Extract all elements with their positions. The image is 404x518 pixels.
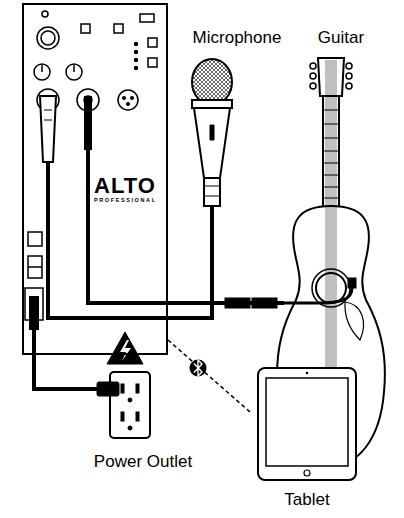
headstock xyxy=(318,58,344,96)
button xyxy=(114,24,123,33)
mic-grille xyxy=(192,59,232,105)
device-label: Power Outlet xyxy=(94,452,192,472)
ground-hole xyxy=(128,398,132,402)
led xyxy=(135,59,138,62)
power-plug xyxy=(29,296,39,330)
mic-cable xyxy=(48,162,168,318)
power-cord xyxy=(78,387,97,391)
xlr-pin xyxy=(123,97,126,100)
control-panel xyxy=(25,11,157,320)
volume-knob xyxy=(37,27,59,49)
xlr-connector xyxy=(204,178,220,206)
led xyxy=(135,67,138,70)
power-cord xyxy=(32,330,36,355)
tablet: Tablet xyxy=(250,365,364,510)
xlr-pin xyxy=(131,97,134,100)
knob-pointer xyxy=(73,65,75,72)
mic-cable xyxy=(210,206,214,228)
bluetooth-symbol xyxy=(194,360,202,376)
mic-switch xyxy=(210,125,214,140)
tablet-screen xyxy=(266,378,348,466)
warning-triangle xyxy=(107,332,143,364)
microphone: Microphone xyxy=(178,28,296,228)
power-outlet-drawing xyxy=(78,332,150,438)
power-cord xyxy=(34,355,78,389)
tablet-drawing xyxy=(258,368,356,480)
usb-port xyxy=(140,14,154,22)
power-plug xyxy=(97,382,119,396)
knob-pointer xyxy=(41,65,43,72)
led xyxy=(42,11,48,17)
brand-logo: ALTO xyxy=(94,175,156,197)
guitar-drawing xyxy=(225,58,385,466)
bluetooth-symbol xyxy=(190,360,207,377)
cables xyxy=(29,96,168,355)
string xyxy=(326,60,336,396)
socket-slot xyxy=(121,412,124,421)
bluetooth-symbol xyxy=(190,360,207,377)
tuner xyxy=(346,63,352,69)
volume-knob xyxy=(41,31,55,45)
instrument-cable xyxy=(168,301,284,305)
xlr-plug xyxy=(44,110,52,120)
gain-knob xyxy=(34,64,50,80)
device-label: Guitar xyxy=(318,28,364,48)
xlr-output xyxy=(118,90,138,110)
socket-slot xyxy=(121,384,124,393)
tuner xyxy=(310,73,316,79)
bluetooth-link xyxy=(168,340,250,412)
power-switch xyxy=(28,256,42,278)
soundhole xyxy=(316,273,346,303)
tuner xyxy=(310,63,316,69)
camera xyxy=(306,372,309,375)
gain-knob xyxy=(66,64,82,80)
pickguard xyxy=(345,302,364,340)
neck xyxy=(323,96,339,214)
mic-body xyxy=(194,108,230,178)
xlr-connector xyxy=(204,186,220,196)
instrument-cable xyxy=(88,150,168,303)
microphone-drawing xyxy=(192,59,232,228)
mic-ring xyxy=(192,100,232,108)
xlr-pin xyxy=(127,103,130,106)
tuner xyxy=(346,83,352,89)
xlr-plug xyxy=(40,96,56,162)
brand-logo: PROFESSIONAL xyxy=(94,197,157,204)
led xyxy=(135,51,138,54)
device-label: Microphone xyxy=(193,28,282,48)
guitar: Guitar xyxy=(284,28,398,468)
tablet-case xyxy=(258,368,356,480)
socket-slot xyxy=(136,384,139,393)
ground-hole xyxy=(128,426,132,430)
fuse xyxy=(28,232,42,246)
jack-plug xyxy=(84,96,92,150)
socket-slot xyxy=(136,412,139,421)
speaker-cabinet: ALTOPROFESSIONAL xyxy=(22,3,168,355)
power-outlet: Power Outlet xyxy=(78,330,208,472)
tuner xyxy=(310,83,316,89)
led xyxy=(135,43,138,46)
button xyxy=(81,24,90,33)
home-button xyxy=(304,470,310,476)
tuner xyxy=(346,73,352,79)
lightning-bolt xyxy=(120,340,131,361)
power-switch xyxy=(28,266,42,268)
pickup-jack xyxy=(348,278,356,288)
device-label: Tablet xyxy=(284,490,329,510)
button xyxy=(148,58,157,67)
pickup-cable xyxy=(284,288,352,303)
button xyxy=(148,38,157,47)
fret xyxy=(323,110,339,198)
